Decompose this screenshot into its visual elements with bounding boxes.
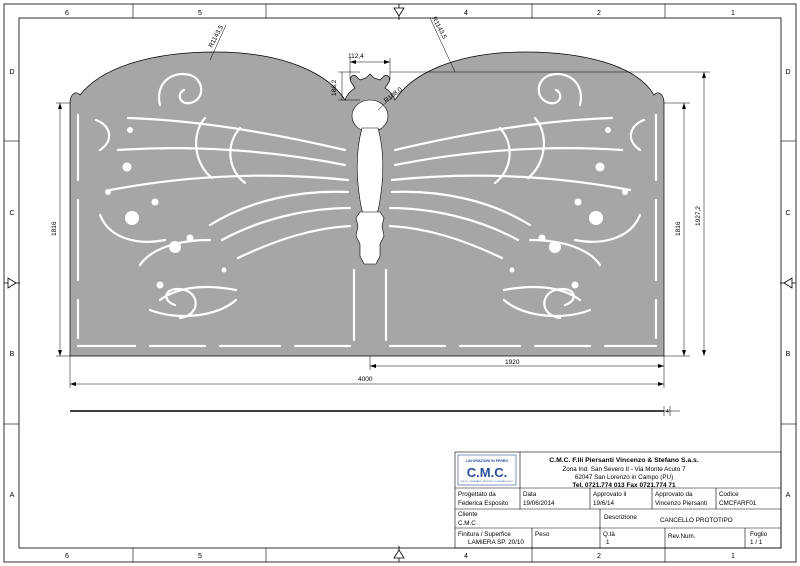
dimension-arrows [58, 60, 706, 386]
title-block-grid [454, 451, 782, 549]
company-address-2: 62047 San Lorenzo in Campo (PU) [575, 474, 673, 481]
descrizione-value: CANCELLO PROTOTIPO [660, 517, 733, 524]
holes [105, 127, 628, 289]
approvato-da-value: Vincenzo Piersanti [655, 500, 707, 507]
col-label-bottom: 5 [198, 553, 202, 560]
dimension-lines [56, 17, 710, 416]
logo-sub-text: DEI F.LLI PIERSANTI VINCENZO & STEFANO S… [461, 480, 514, 483]
dim-right-total-height: 1927,2 [695, 206, 702, 226]
company-address-1: Zona Ind. San Severo II - Via Monte Acut… [562, 466, 686, 473]
dim-half-width: 1920 [505, 359, 520, 366]
row-label-left: A [10, 492, 15, 499]
finitura-value: LAMIERA SP. 20/10 [468, 539, 524, 546]
row-label-right: A [786, 492, 791, 499]
data-value: 19/06/2014 [523, 500, 555, 507]
dim-left-height: 1816 [51, 221, 58, 236]
approvato-il-value: 19/6/14 [593, 500, 615, 507]
row-label-right: B [786, 351, 791, 358]
revnum-label: Rev.Num. [668, 533, 696, 540]
company-phone: Tel. 0721.774 013 Fax 0721.774 71 [572, 482, 676, 489]
col-label-top: 2 [597, 10, 601, 17]
foglio-label: Foglio [750, 531, 768, 538]
approvato-il-label: Approvato il [593, 491, 626, 498]
col-label-top: 1 [731, 10, 735, 17]
data-label: Data [523, 491, 537, 498]
centering-marks [4, 4, 796, 562]
row-label-right: D [785, 69, 790, 76]
cmc-logo: LAVORAZIONI IN FERRO C.M.C. DEI F.LLI PI… [457, 454, 517, 486]
row-label-left: D [9, 69, 14, 76]
col-label-bottom: 1 [731, 553, 735, 560]
gate-panel [69, 51, 665, 357]
col-label-top: 4 [464, 10, 468, 17]
codice-value: CMCFARF01 [719, 500, 757, 507]
qta-value: 1 [606, 539, 610, 546]
border-column-ticks [4, 4, 796, 562]
col-label-top: 6 [65, 10, 69, 17]
dim-radius-left: R1143,5 [208, 24, 226, 49]
dim-top-width: 112,4 [348, 53, 364, 60]
butterfly-body [351, 99, 389, 265]
descrizione-label: Descrizione [604, 514, 637, 521]
dim-top-height: 186,2 [331, 79, 338, 96]
col-label-bottom: 2 [597, 553, 601, 560]
cliente-label: Cliente [458, 511, 478, 518]
col-label-bottom: 4 [464, 553, 468, 560]
progettato-value: Federica Esposito [458, 500, 509, 507]
dim-total-width: 4000 [358, 376, 373, 383]
row-label-left: B [10, 351, 15, 358]
dim-thickness: 4 [666, 409, 669, 415]
col-label-bottom: 6 [65, 553, 69, 560]
row-label-left: C [9, 210, 14, 217]
progettato-label: Progettato da [458, 491, 496, 498]
dim-right-height: 1816 [675, 221, 682, 236]
col-label-top: 5 [198, 10, 202, 17]
finitura-label: Finitura / Superfice [458, 531, 511, 538]
cut-slots [76, 72, 658, 348]
logo-top-text: LAVORAZIONI IN FERRO [466, 459, 509, 463]
cliente-value: C.M.C [458, 520, 476, 527]
peso-label: Peso [535, 531, 550, 538]
dim-radius-right: R1143,5 [430, 16, 448, 41]
row-label-right: C [785, 210, 790, 217]
logo-main-text: C.M.C. [467, 465, 507, 480]
company-name: C.M.C. F.lli Piersanti Vincenzo & Stefan… [549, 457, 699, 464]
foglio-value: 1 / 1 [750, 539, 763, 546]
codice-label: Codice [719, 491, 739, 498]
approvato-da-label: Approvato da [655, 491, 693, 498]
qta-label: Q.tà [603, 531, 615, 538]
